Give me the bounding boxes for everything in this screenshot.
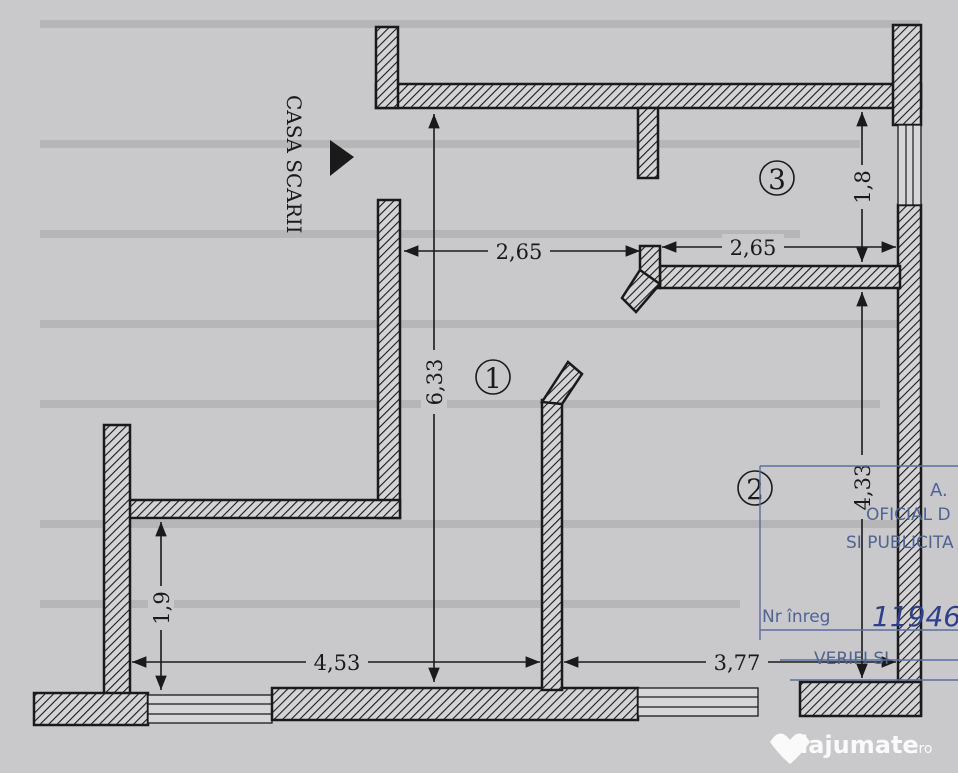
stamp-reg-value: 11946	[872, 600, 958, 633]
window-right	[897, 124, 922, 206]
wall-right-upper	[891, 23, 923, 127]
wall-bottom-right	[798, 680, 923, 718]
room-2-label: 2	[746, 473, 764, 506]
room-1-label: 1	[484, 362, 502, 395]
walls	[32, 23, 923, 727]
stamp-line1: A.	[930, 480, 948, 501]
dim-453: 4,53	[314, 651, 361, 675]
entrance-arrow-icon	[330, 140, 354, 176]
dim-433: 4,33	[851, 464, 875, 511]
wall-bottom-left	[32, 691, 150, 727]
wall-left-horizontal	[126, 498, 402, 520]
wall-entrance-stub	[374, 25, 400, 110]
wall-partition	[540, 398, 564, 692]
watermark-suffix: .ro	[914, 741, 932, 757]
stamp-line3: SI PUBLICITA	[846, 533, 954, 553]
wall-bottom-middle	[270, 686, 640, 722]
stamp-line2: OFICIAL D	[866, 505, 951, 525]
wall-left-outer	[102, 423, 132, 697]
dim-265-right: 2,65	[730, 236, 777, 260]
stamp-verif: VERIFI SI	[814, 649, 889, 669]
room-3-label: 3	[768, 163, 786, 196]
dim-633: 6,33	[423, 359, 447, 406]
wall-right-main	[896, 203, 923, 717]
wall-top	[374, 82, 923, 110]
dim-265-left: 2,65	[496, 240, 543, 264]
background-text	[40, 20, 920, 608]
official-stamp: A. OFICIAL D SI PUBLICITA Nr înreg 11946…	[759, 465, 958, 681]
room-labels: 1 3 2	[475, 160, 795, 506]
wall-stub-top	[636, 106, 660, 180]
wall-mid-horizontal	[658, 264, 902, 290]
window-bottom-left	[147, 694, 273, 724]
wall-angled-stub	[620, 268, 662, 314]
dimension-labels: 2,65 2,65 6,33 1,8 4,33 1,9 4,53 3,77	[148, 165, 875, 675]
dim-19: 1,9	[150, 591, 174, 624]
stair-label: CASA SCARII	[282, 95, 306, 234]
wall-corridor-left	[376, 198, 402, 520]
dim-18: 1,8	[851, 170, 875, 203]
stamp-reg-label: Nr înreg	[762, 607, 830, 627]
window-bottom-right	[637, 687, 759, 717]
wall-partition-angled	[539, 360, 584, 406]
watermark-logo-icon	[770, 733, 810, 764]
dim-377: 3,77	[714, 651, 761, 675]
watermark-text: lajumate	[800, 731, 919, 759]
watermark: lajumate .ro	[770, 731, 932, 764]
